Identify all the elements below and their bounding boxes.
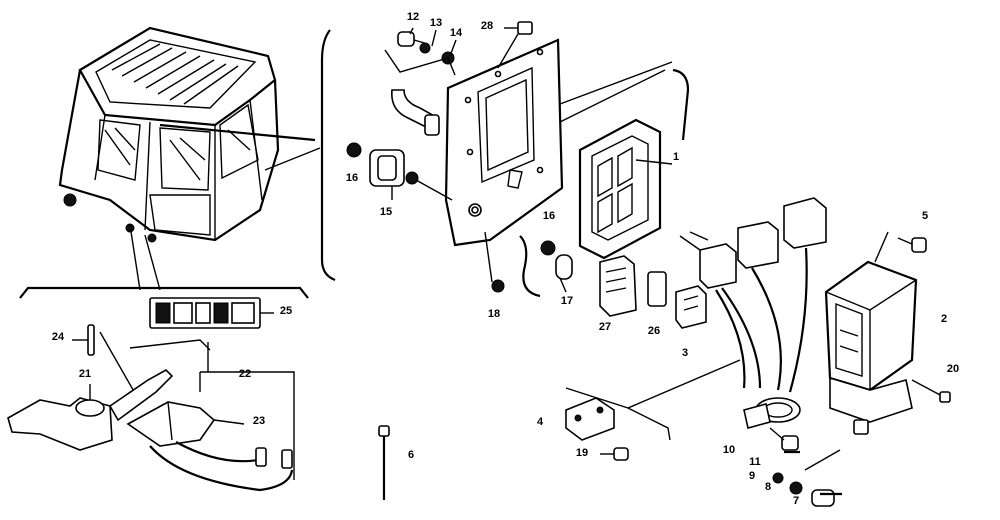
callout-c12: 12 bbox=[407, 11, 419, 23]
callout-c18: 18 bbox=[488, 308, 500, 320]
callout-c13: 13 bbox=[430, 17, 442, 29]
part-screw-19 bbox=[600, 447, 629, 461]
lower-bracket bbox=[19, 286, 309, 299]
callout-c15: 15 bbox=[380, 206, 392, 218]
callout-c19: 19 bbox=[576, 447, 588, 459]
callout-c16b: 16 bbox=[543, 210, 555, 222]
top-cable-leader bbox=[559, 61, 673, 123]
callout-c4: 4 bbox=[537, 416, 544, 428]
part-screw-5 bbox=[897, 237, 927, 253]
ground-wire bbox=[519, 235, 541, 298]
callout-c1: 1 bbox=[673, 151, 679, 163]
wiring-harness bbox=[699, 197, 827, 393]
cab-leader bbox=[129, 224, 161, 291]
callout-c3: 3 bbox=[682, 347, 688, 359]
callout-c2: 2 bbox=[941, 313, 947, 325]
callout-c9: 9 bbox=[749, 470, 755, 482]
part-nut-16 bbox=[346, 142, 362, 158]
cab-illustration bbox=[58, 26, 316, 243]
part-switch-15 bbox=[369, 149, 453, 201]
callout-c7: 7 bbox=[793, 495, 799, 507]
mounting-plate bbox=[444, 38, 564, 247]
callout-c27: 27 bbox=[599, 321, 611, 333]
callout-c11: 11 bbox=[749, 456, 761, 468]
callout-c22: 22 bbox=[239, 368, 251, 380]
callout-c26: 26 bbox=[648, 325, 660, 337]
part-grille-1 bbox=[578, 118, 673, 260]
callout-c21: 21 bbox=[79, 368, 91, 380]
part-washers-7-8-9 bbox=[772, 449, 842, 507]
wire-18-leader bbox=[484, 231, 493, 283]
part-connector-27 bbox=[599, 255, 637, 317]
callout-c8: 8 bbox=[765, 481, 771, 493]
box-2-leader bbox=[874, 231, 889, 263]
callout-c20: 20 bbox=[947, 363, 959, 375]
part-tie-6 bbox=[378, 425, 390, 500]
part-grommet-17 bbox=[555, 254, 573, 293]
part-switch-22-23 bbox=[126, 342, 295, 492]
part-lever-21 bbox=[7, 339, 211, 451]
part-bolt-28 bbox=[497, 21, 533, 69]
callout-c10: 10 bbox=[723, 444, 735, 456]
part-bolt-12-13-14 bbox=[384, 27, 457, 76]
part-pin-24 bbox=[72, 324, 141, 403]
callout-c6: 6 bbox=[408, 449, 414, 461]
elbow-fitting bbox=[391, 89, 440, 136]
harness-leader bbox=[679, 231, 709, 251]
callout-c25: 25 bbox=[280, 305, 292, 317]
part-nut-18 bbox=[491, 279, 505, 293]
part-connector-3 bbox=[675, 285, 707, 329]
part-nut-16b bbox=[540, 240, 556, 256]
part-label-25 bbox=[149, 297, 274, 329]
callout-c14: 14 bbox=[450, 27, 463, 39]
callout-c5: 5 bbox=[922, 210, 928, 222]
callout-c16a: 16 bbox=[346, 172, 358, 184]
top-cable bbox=[672, 68, 690, 141]
part-bracket-4 bbox=[565, 359, 741, 441]
part-clamp-10-11 bbox=[743, 397, 801, 451]
callout-c24: 24 bbox=[52, 331, 65, 343]
cab-leader-right bbox=[264, 147, 321, 171]
callout-c28: 28 bbox=[481, 20, 493, 32]
callout-c23: 23 bbox=[253, 415, 265, 427]
part-gasket-26 bbox=[647, 271, 667, 307]
part-box-2 bbox=[824, 260, 918, 435]
part-screw-20 bbox=[911, 379, 951, 403]
group-bracket bbox=[320, 29, 336, 282]
callout-c17: 17 bbox=[561, 295, 573, 307]
